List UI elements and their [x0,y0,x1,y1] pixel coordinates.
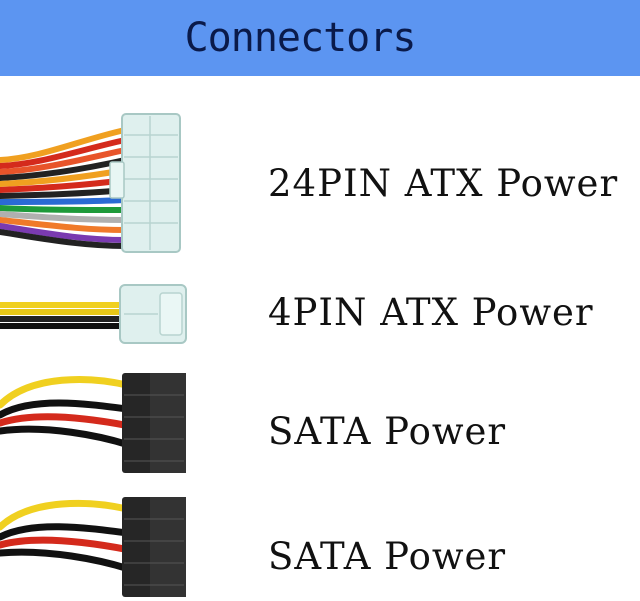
page-title: Connectors [184,15,417,61]
connector-row-sata-2: SATA Power [0,487,640,601]
connector-row-24pin: 24PIN ATX Power [0,100,640,265]
connector-label-4pin: 4PIN ATX Power [268,291,594,334]
sata-power-connector-icon [0,373,186,473]
connector-label-sata-1: SATA Power [268,410,507,453]
header-banner: Connectors [0,0,640,76]
connector-row-4pin: 4PIN ATX Power [0,275,640,355]
connector-label-24pin: 24PIN ATX Power [268,162,619,205]
connector-label-sata-2: SATA Power [268,535,507,578]
atx-4pin-connector-icon [0,284,187,344]
sata-power-connector-icon [0,497,186,597]
atx-24pin-connector-icon [0,113,181,253]
connector-row-sata-1: SATA Power [0,365,640,480]
